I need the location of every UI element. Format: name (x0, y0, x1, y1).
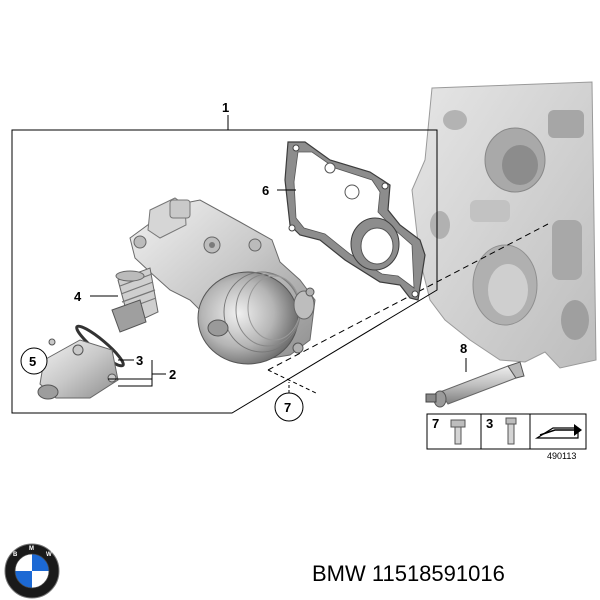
callout-5: 5 (29, 354, 36, 369)
callout-6: 6 (262, 183, 269, 198)
callout-5-circle (20, 347, 48, 375)
bolt-icon (450, 419, 466, 445)
thermostat-housing (37, 338, 119, 400)
logo-letter-m: M (29, 546, 34, 552)
logo-letter-b: B (13, 552, 18, 558)
reference-number: 490113 (547, 451, 576, 461)
dashed-reference-line (267, 223, 549, 371)
assembly-frame (11, 115, 438, 414)
sealant-tube (425, 361, 525, 408)
bmw-logo-icon: B M W (4, 543, 60, 599)
brand-part-number: BMW 11518591016 (312, 561, 505, 586)
screw-icon (505, 417, 517, 445)
callout-2: 2 (169, 367, 176, 382)
tool-symbol-icon (534, 424, 582, 439)
callout-7: 7 (284, 400, 291, 415)
water-pump (129, 197, 316, 365)
gasket (284, 141, 426, 301)
legend-item-3-label: 3 (486, 416, 493, 431)
callout-1: 1 (222, 100, 229, 115)
small-parts-legend: 7 3 (426, 413, 587, 450)
engine-block (411, 81, 597, 369)
callout-3: 3 (136, 353, 143, 368)
thermostat-insert (111, 267, 159, 333)
callout-4: 4 (74, 289, 82, 304)
callout-8: 8 (460, 341, 467, 356)
legend-item-7-label: 7 (432, 416, 439, 431)
logo-letter-w: W (46, 552, 52, 558)
